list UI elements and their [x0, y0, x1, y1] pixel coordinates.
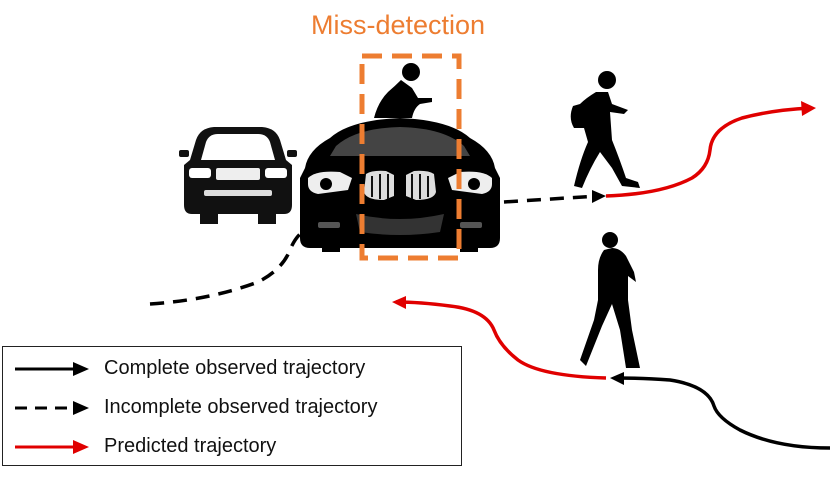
legend-label: Incomplete observed trajectory [104, 396, 378, 418]
predicted-trajectory-bottom [395, 300, 607, 380]
legend: Complete observed trajectory Incomplete … [2, 346, 462, 466]
pedestrian-backpack-icon [570, 71, 640, 188]
complete-trajectory-arrowhead [610, 372, 624, 385]
car-main-icon [300, 118, 500, 252]
incomplete-trajectory-arrowhead [592, 190, 606, 203]
predicted-trajectory-top-arrowhead [801, 101, 816, 116]
predicted-trajectory-top [605, 106, 811, 198]
legend-label: Complete observed trajectory [104, 357, 366, 379]
incomplete-trajectory-right [503, 194, 599, 204]
car-small-icon [179, 127, 297, 224]
predicted-trajectory-bottom-arrowhead [392, 296, 406, 309]
incomplete-trajectory-left [149, 232, 302, 306]
legend-item-predicted: Predicted trajectory [3, 432, 461, 462]
legend-item-complete: Complete observed trajectory [3, 354, 461, 384]
pedestrian-occluded-icon [374, 63, 432, 118]
legend-label: Predicted trajectory [104, 435, 277, 457]
legend-swatch-solid-black [15, 362, 89, 376]
complete-trajectory [617, 376, 830, 450]
legend-swatch-dashed-black [15, 401, 89, 415]
legend-swatch-solid-red [15, 440, 89, 454]
pedestrian-walking-icon [580, 232, 640, 368]
miss-detection-label: Miss-detection [311, 10, 486, 40]
legend-item-incomplete: Incomplete observed trajectory [3, 393, 461, 423]
miss-detection-box [359, 53, 462, 261]
